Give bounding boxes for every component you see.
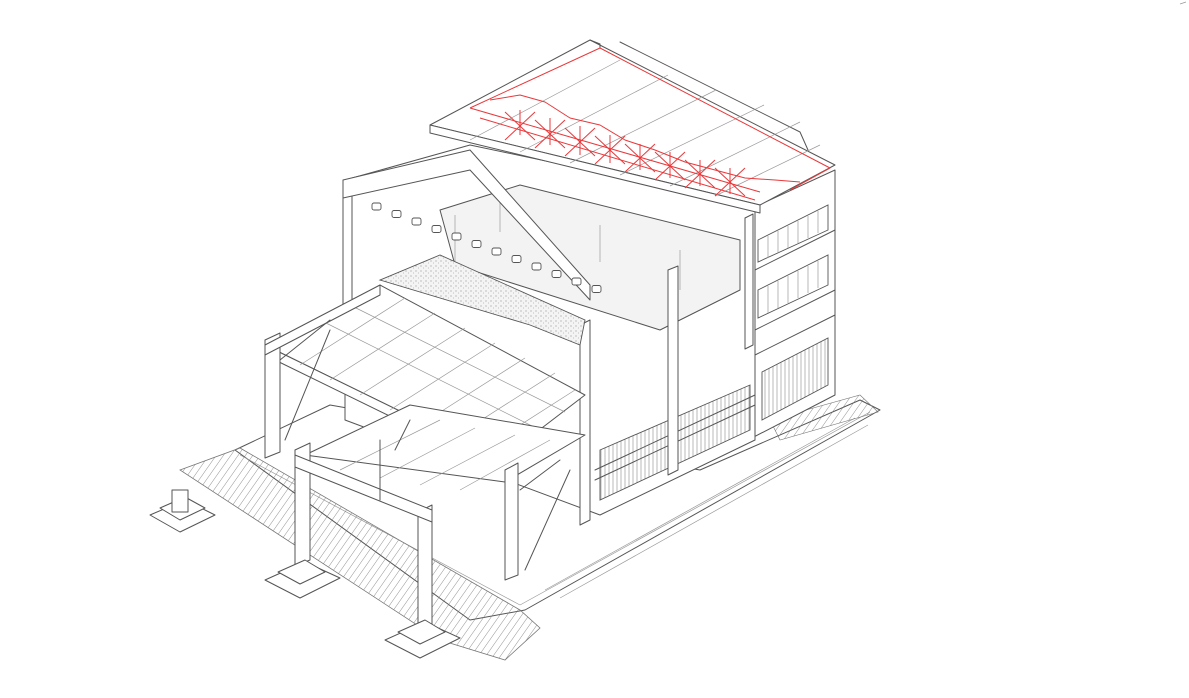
textured-slab <box>378 254 586 346</box>
girder-hole <box>431 225 442 233</box>
girder-hole <box>411 217 422 226</box>
roof-highlight <box>469 47 831 201</box>
footings <box>149 489 461 659</box>
girder-hole <box>491 247 502 256</box>
girder-hole <box>551 270 562 278</box>
main-columns <box>342 181 754 526</box>
girder-hole <box>511 255 522 263</box>
lower-deck <box>304 404 586 491</box>
girder-hole <box>371 202 382 211</box>
girder-hole <box>591 285 602 293</box>
perforated-girder <box>342 149 602 301</box>
right-facade-block <box>747 169 836 441</box>
front-frame <box>264 284 581 631</box>
girder-hole <box>471 240 482 248</box>
girder-hole <box>451 232 462 241</box>
girder-hole <box>571 277 582 286</box>
girder-hole <box>531 262 542 271</box>
corner-mark <box>1179 1 1187 5</box>
roof-slab <box>429 39 836 214</box>
girder-hole <box>391 210 402 218</box>
